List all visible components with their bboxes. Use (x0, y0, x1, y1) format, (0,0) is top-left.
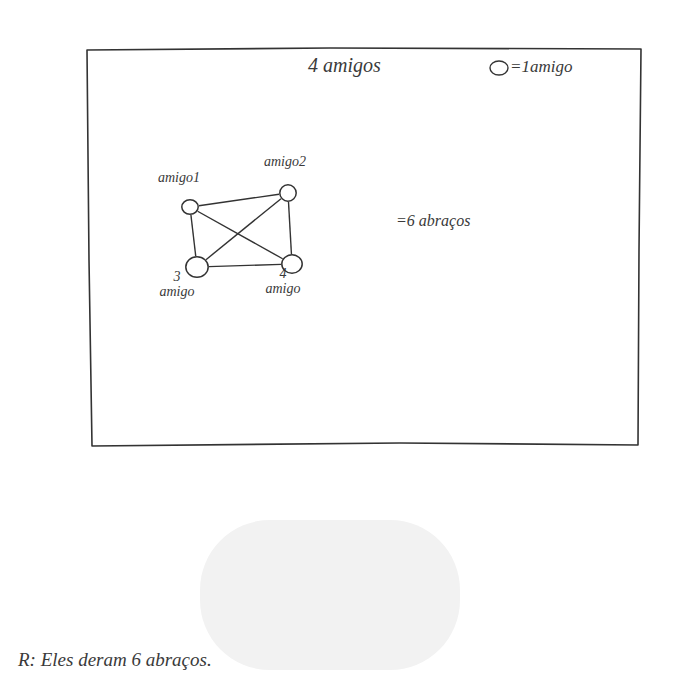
friend-label: 3 amigo (155, 270, 199, 299)
friend-label: 4 amigo (261, 267, 305, 296)
friend-circle: 3 amigo (185, 256, 209, 278)
hug-line (199, 194, 279, 205)
title-text: 4 amigos (308, 54, 381, 76)
count-note: =6 abraços (396, 212, 470, 230)
answer-text: R: Eles deram 6 abraços. (18, 650, 212, 671)
hug-line (289, 202, 292, 254)
circle-outline (185, 256, 209, 278)
shadow-smudge (200, 520, 460, 670)
circle-sample (488, 58, 510, 78)
circle-outline (279, 184, 297, 202)
friend-label: amigo1 (149, 171, 209, 186)
hug-line (206, 199, 281, 260)
hug-line (191, 215, 196, 256)
friend-circle: 4 amigo (281, 254, 303, 274)
friend-circle: amigo2 (279, 184, 297, 202)
border-rectangle (87, 48, 641, 446)
hug-line (198, 211, 283, 259)
circle-outline (181, 199, 199, 215)
friend-circle: amigo1 (181, 199, 199, 215)
friend-label: amigo2 (255, 155, 315, 170)
legend-text: =1amigo (510, 58, 572, 77)
hug-line (209, 264, 281, 266)
